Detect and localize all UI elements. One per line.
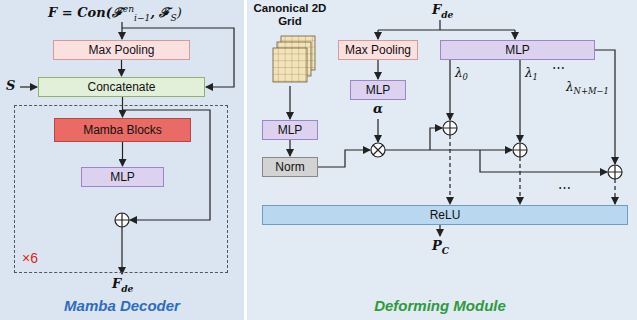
- box-label: ReLU: [430, 208, 461, 222]
- repeat-count: ×6: [22, 250, 38, 266]
- input-symbol-text: S: [6, 78, 15, 93]
- mlp-box: MLP: [262, 120, 318, 140]
- input-symbol-text: de: [441, 9, 453, 20]
- weight-symbol-text: λ: [566, 80, 574, 94]
- box-label: MLP: [278, 123, 303, 137]
- ellipsis: ⋯: [552, 60, 565, 75]
- formula-text: S: [170, 13, 176, 23]
- pooling-box: Max Pooling: [53, 40, 190, 60]
- panel-title: Mamba Decoder: [64, 297, 180, 314]
- pooling-box: Max Pooling: [338, 40, 418, 60]
- weight-symbol: λ1: [525, 66, 538, 82]
- ellipsis-text: ⋯: [552, 60, 565, 75]
- input-symbol: Fde: [432, 2, 453, 20]
- norm-box: Norm: [262, 157, 318, 177]
- output-symbol-text: C: [442, 245, 449, 256]
- weight-symbol-text: 1: [533, 72, 538, 82]
- ellipsis: ⋯: [558, 180, 571, 195]
- flow-arrow: [289, 140, 290, 156]
- formula-text: , ℱ: [150, 5, 170, 20]
- output-symbol-text: P: [432, 238, 442, 253]
- box-label: Norm: [275, 160, 304, 174]
- formula-text: i−1: [134, 13, 150, 23]
- repeat-group: ×6 Mamba BlocksMLP: [14, 105, 228, 273]
- relu-box: ReLU: [262, 205, 628, 225]
- flow-arrow: [121, 60, 122, 76]
- weight-symbol: λ0: [455, 66, 468, 82]
- weight-symbol-text: α: [373, 101, 383, 116]
- output-symbol: Fde: [112, 276, 133, 294]
- mamba-box: Mamba Blocks: [54, 118, 191, 142]
- panel-title-text: Mamba Decoder: [64, 297, 180, 314]
- box-label: MLP: [366, 83, 391, 97]
- grid-title-text: Canonical 2D Grid: [254, 2, 327, 27]
- box-label: Max Pooling: [345, 43, 411, 57]
- panel-title: Deforming Module: [374, 297, 506, 314]
- box-label: Max Pooling: [88, 43, 154, 57]
- mlp-box: MLP: [350, 80, 406, 100]
- flow-arrow: [122, 97, 123, 117]
- output-symbol-text: F: [112, 276, 121, 291]
- box-label: Concatenate: [87, 80, 155, 94]
- weight-symbol: λN+M−1: [566, 80, 609, 96]
- weight-symbol-text: 0: [463, 72, 468, 82]
- input-symbol: S: [6, 78, 15, 93]
- mlp-box: MLP: [440, 40, 595, 60]
- output-symbol-text: de: [121, 283, 133, 294]
- mlp-box: MLP: [81, 167, 164, 187]
- box-label: Mamba Blocks: [83, 123, 162, 137]
- output-symbol: PC: [432, 238, 449, 256]
- weight-symbol-text: λ: [455, 66, 463, 80]
- box-label: MLP: [505, 43, 530, 57]
- formula-text: ℱ: [112, 5, 123, 20]
- weight-symbol-text: N+M−1: [574, 86, 609, 96]
- flow-arrow: [377, 60, 378, 79]
- panel-title-text: Deforming Module: [374, 297, 506, 314]
- formula-text: F = Con(: [48, 5, 112, 20]
- flow-arrow: [122, 142, 123, 166]
- formula-text: en: [123, 4, 134, 14]
- box-label: MLP: [110, 170, 135, 184]
- formula: F = Con(ℱeni−1, ℱS): [48, 3, 182, 23]
- weight-symbol-text: λ: [525, 66, 533, 80]
- formula-text: ): [177, 5, 182, 20]
- weight-symbol: α: [373, 101, 383, 116]
- concat-box: Concatenate: [38, 77, 205, 97]
- input-symbol-text: F: [432, 2, 441, 17]
- ellipsis-text: ⋯: [558, 180, 571, 195]
- grid-title: Canonical 2D Grid: [249, 2, 331, 28]
- layout-wires: [20, 20, 615, 274]
- grid-illustration: [273, 36, 315, 82]
